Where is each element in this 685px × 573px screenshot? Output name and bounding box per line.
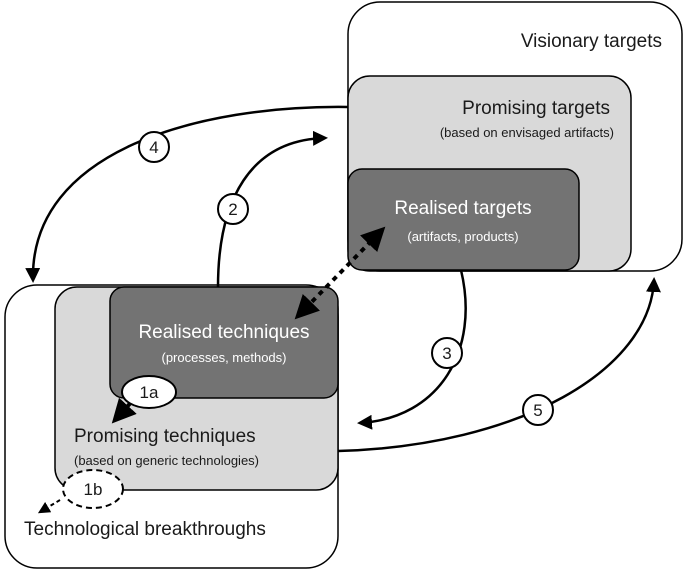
badge-1b-label: 1b xyxy=(84,480,103,499)
arrow-2 xyxy=(216,130,328,288)
arrow-realised-link xyxy=(294,226,386,320)
arrow-4 xyxy=(25,105,349,283)
badge-4-label: 4 xyxy=(149,138,158,157)
promising-techniques-label: Promising techniques xyxy=(74,426,256,447)
realised-targets-label: Realised targets xyxy=(394,198,531,219)
badge-1a xyxy=(121,375,177,409)
promising-targets-label: Promising targets xyxy=(462,98,610,119)
realised-targets-box xyxy=(347,168,580,271)
badge-5-label: 5 xyxy=(533,401,542,420)
badge-5 xyxy=(522,394,554,426)
visionary-targets-label: Visionary targets xyxy=(521,31,662,52)
arrow-5 xyxy=(337,277,661,453)
technological-breakthroughs-label: Technological breakthroughs xyxy=(24,519,266,540)
badge-2 xyxy=(217,193,249,225)
badge-3 xyxy=(431,337,463,369)
badge-4 xyxy=(138,131,170,163)
badge-1a-label: 1a xyxy=(140,383,159,402)
promising-techniques-sub: (based on generic technologies) xyxy=(74,453,259,468)
badge-2-label: 2 xyxy=(228,200,237,219)
arrow-3 xyxy=(357,269,467,430)
realised-techniques-label: Realised techniques xyxy=(138,322,309,343)
badge-3-label: 3 xyxy=(442,344,451,363)
badge-1b xyxy=(62,469,124,509)
promising-targets-sub: (based on envisaged artifacts) xyxy=(440,125,614,140)
arrow-1b xyxy=(37,499,61,514)
realised-techniques-box xyxy=(109,286,339,399)
realised-techniques-sub: (processes, methods) xyxy=(162,350,287,365)
realised-targets-sub: (artifacts, products) xyxy=(407,229,518,244)
